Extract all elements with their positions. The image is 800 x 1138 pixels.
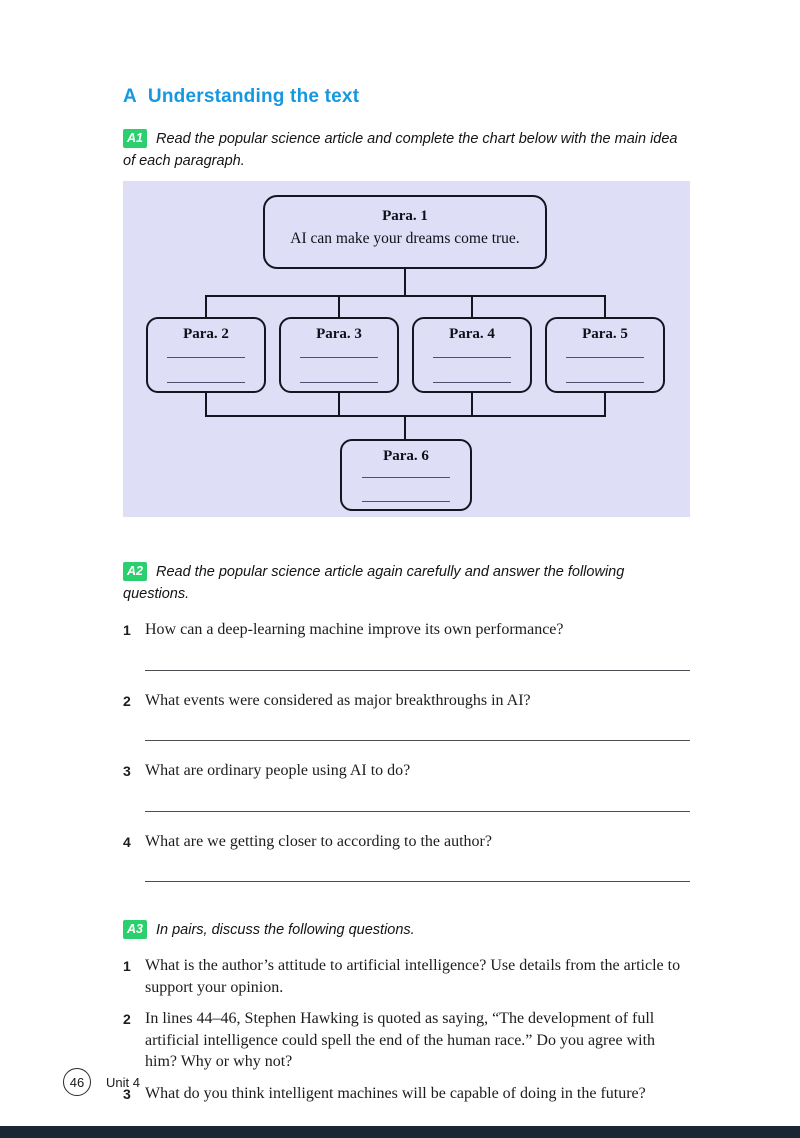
section-letter: A xyxy=(123,86,137,107)
a2-question-3-text: What are ordinary people using AI to do? xyxy=(145,762,411,779)
para5-label: Para. 5 xyxy=(582,326,628,342)
para4-label: Para. 4 xyxy=(449,326,495,342)
para1-label: Para. 1 xyxy=(382,208,428,224)
a2-question-1-text: How can a deep-learning machine improve … xyxy=(145,621,564,638)
a3-question-1: 1 What is the author’s attitude to artif… xyxy=(123,955,690,998)
para5-answer-line-2[interactable] xyxy=(565,382,645,383)
para2-answer-line-1[interactable] xyxy=(166,357,246,358)
a1-badge: A1 xyxy=(123,129,147,148)
page-number-circle: 46 xyxy=(63,1068,91,1096)
a2-instruction-text: Read the popular science article again c… xyxy=(123,564,625,602)
a3-question-3: 3 What do you think intelligent machines… xyxy=(123,1083,690,1106)
para3-answer-line-2[interactable] xyxy=(299,382,379,383)
flowchart-node-para5: Para. 5 xyxy=(545,317,665,393)
para6-label: Para. 6 xyxy=(383,448,429,464)
a3-questions: 1 What is the author’s attitude to artif… xyxy=(123,955,690,1105)
a3-question-2-number: 2 xyxy=(123,1011,131,1027)
a2-question-4-number: 4 xyxy=(123,833,131,850)
a3-question-3-number: 3 xyxy=(123,1085,131,1102)
a2-question-2-text: What events were considered as major bre… xyxy=(145,691,531,709)
connector-drop-3 xyxy=(471,295,473,317)
connector-drop-2 xyxy=(338,295,340,317)
a2-question-4: 4 What are we getting closer to accordin… xyxy=(123,831,690,854)
page-footer: 46 Unit 4 xyxy=(63,1068,140,1096)
para4-answer-line-2[interactable] xyxy=(432,382,512,383)
a1-instruction-text: Read the popular science article and com… xyxy=(123,131,678,169)
connector-sink-stub xyxy=(404,415,406,439)
connector-top-bar xyxy=(205,295,606,297)
a3-question-2-text: In lines 44–46, Stephen Hawking is quote… xyxy=(145,1010,656,1070)
a3-question-1-number: 1 xyxy=(123,958,131,974)
a3-badge: A3 xyxy=(123,920,147,939)
para1-idea: AI can make your dreams come true. xyxy=(290,230,520,247)
a3-question-3-text: What do you think intelligent machines w… xyxy=(145,1084,646,1102)
a3-instruction: A3 In pairs, discuss the following questi… xyxy=(123,919,690,941)
connector-drop-1 xyxy=(205,295,207,317)
flowchart-node-para6: Para. 6 xyxy=(340,439,472,511)
connector-rise-3 xyxy=(471,393,473,415)
para3-answer-line-1[interactable] xyxy=(299,357,379,358)
connector-root-stub xyxy=(404,269,406,295)
connector-rise-2 xyxy=(338,393,340,415)
a2-question-1: 1 How can a deep-learning machine improv… xyxy=(123,619,690,642)
a2-question-3: 3 What are ordinary people using AI to d… xyxy=(123,760,690,783)
a2-question-2: 2 What events were considered as major b… xyxy=(123,690,690,713)
a2-answer-line-2[interactable] xyxy=(145,740,690,741)
a2-questions: 1 How can a deep-learning machine improv… xyxy=(123,619,690,882)
page-number: 46 xyxy=(69,1074,85,1090)
paragraph-flowchart: Para. 1 AI can make your dreams come tru… xyxy=(123,181,690,517)
section-heading: A Understanding the text xyxy=(123,86,690,108)
para6-answer-line-2[interactable] xyxy=(362,501,450,502)
para6-answer-line-1[interactable] xyxy=(362,477,450,478)
a2-answer-line-4[interactable] xyxy=(145,881,690,882)
a3-question-1-text: What is the author’s attitude to artific… xyxy=(145,957,681,996)
a2-question-1-number: 1 xyxy=(123,622,131,638)
para5-answer-line-1[interactable] xyxy=(565,357,645,358)
a2-question-2-number: 2 xyxy=(123,692,131,709)
connector-rise-4 xyxy=(604,393,606,415)
para2-label: Para. 2 xyxy=(183,326,229,342)
flowchart-node-para4: Para. 4 xyxy=(412,317,532,393)
para3-label: Para. 3 xyxy=(316,326,362,342)
a3-instruction-text: In pairs, discuss the following question… xyxy=(155,922,415,938)
flowchart-node-para1: Para. 1 AI can make your dreams come tru… xyxy=(263,195,547,269)
para2-answer-line-2[interactable] xyxy=(166,382,246,383)
a2-badge: A2 xyxy=(123,562,147,581)
a2-answer-line-1[interactable] xyxy=(145,669,690,671)
a2-answer-line-3[interactable] xyxy=(145,810,690,812)
a3-question-2: 2 In lines 44–46, Stephen Hawking is quo… xyxy=(123,1008,690,1073)
connector-drop-4 xyxy=(604,295,606,317)
flowchart-node-para2: Para. 2 xyxy=(146,317,266,393)
unit-label: Unit 4 xyxy=(106,1074,140,1090)
connector-rise-1 xyxy=(205,393,207,415)
page-bottom-bar xyxy=(0,1126,800,1138)
a2-question-3-number: 3 xyxy=(123,763,131,779)
para4-answer-line-1[interactable] xyxy=(432,357,512,358)
section-title: Understanding the text xyxy=(147,86,360,107)
activity-a3: A3 In pairs, discuss the following questi… xyxy=(123,919,690,1105)
a2-question-4-text: What are we getting closer to according … xyxy=(145,832,492,850)
flowchart-node-para3: Para. 3 xyxy=(279,317,399,393)
